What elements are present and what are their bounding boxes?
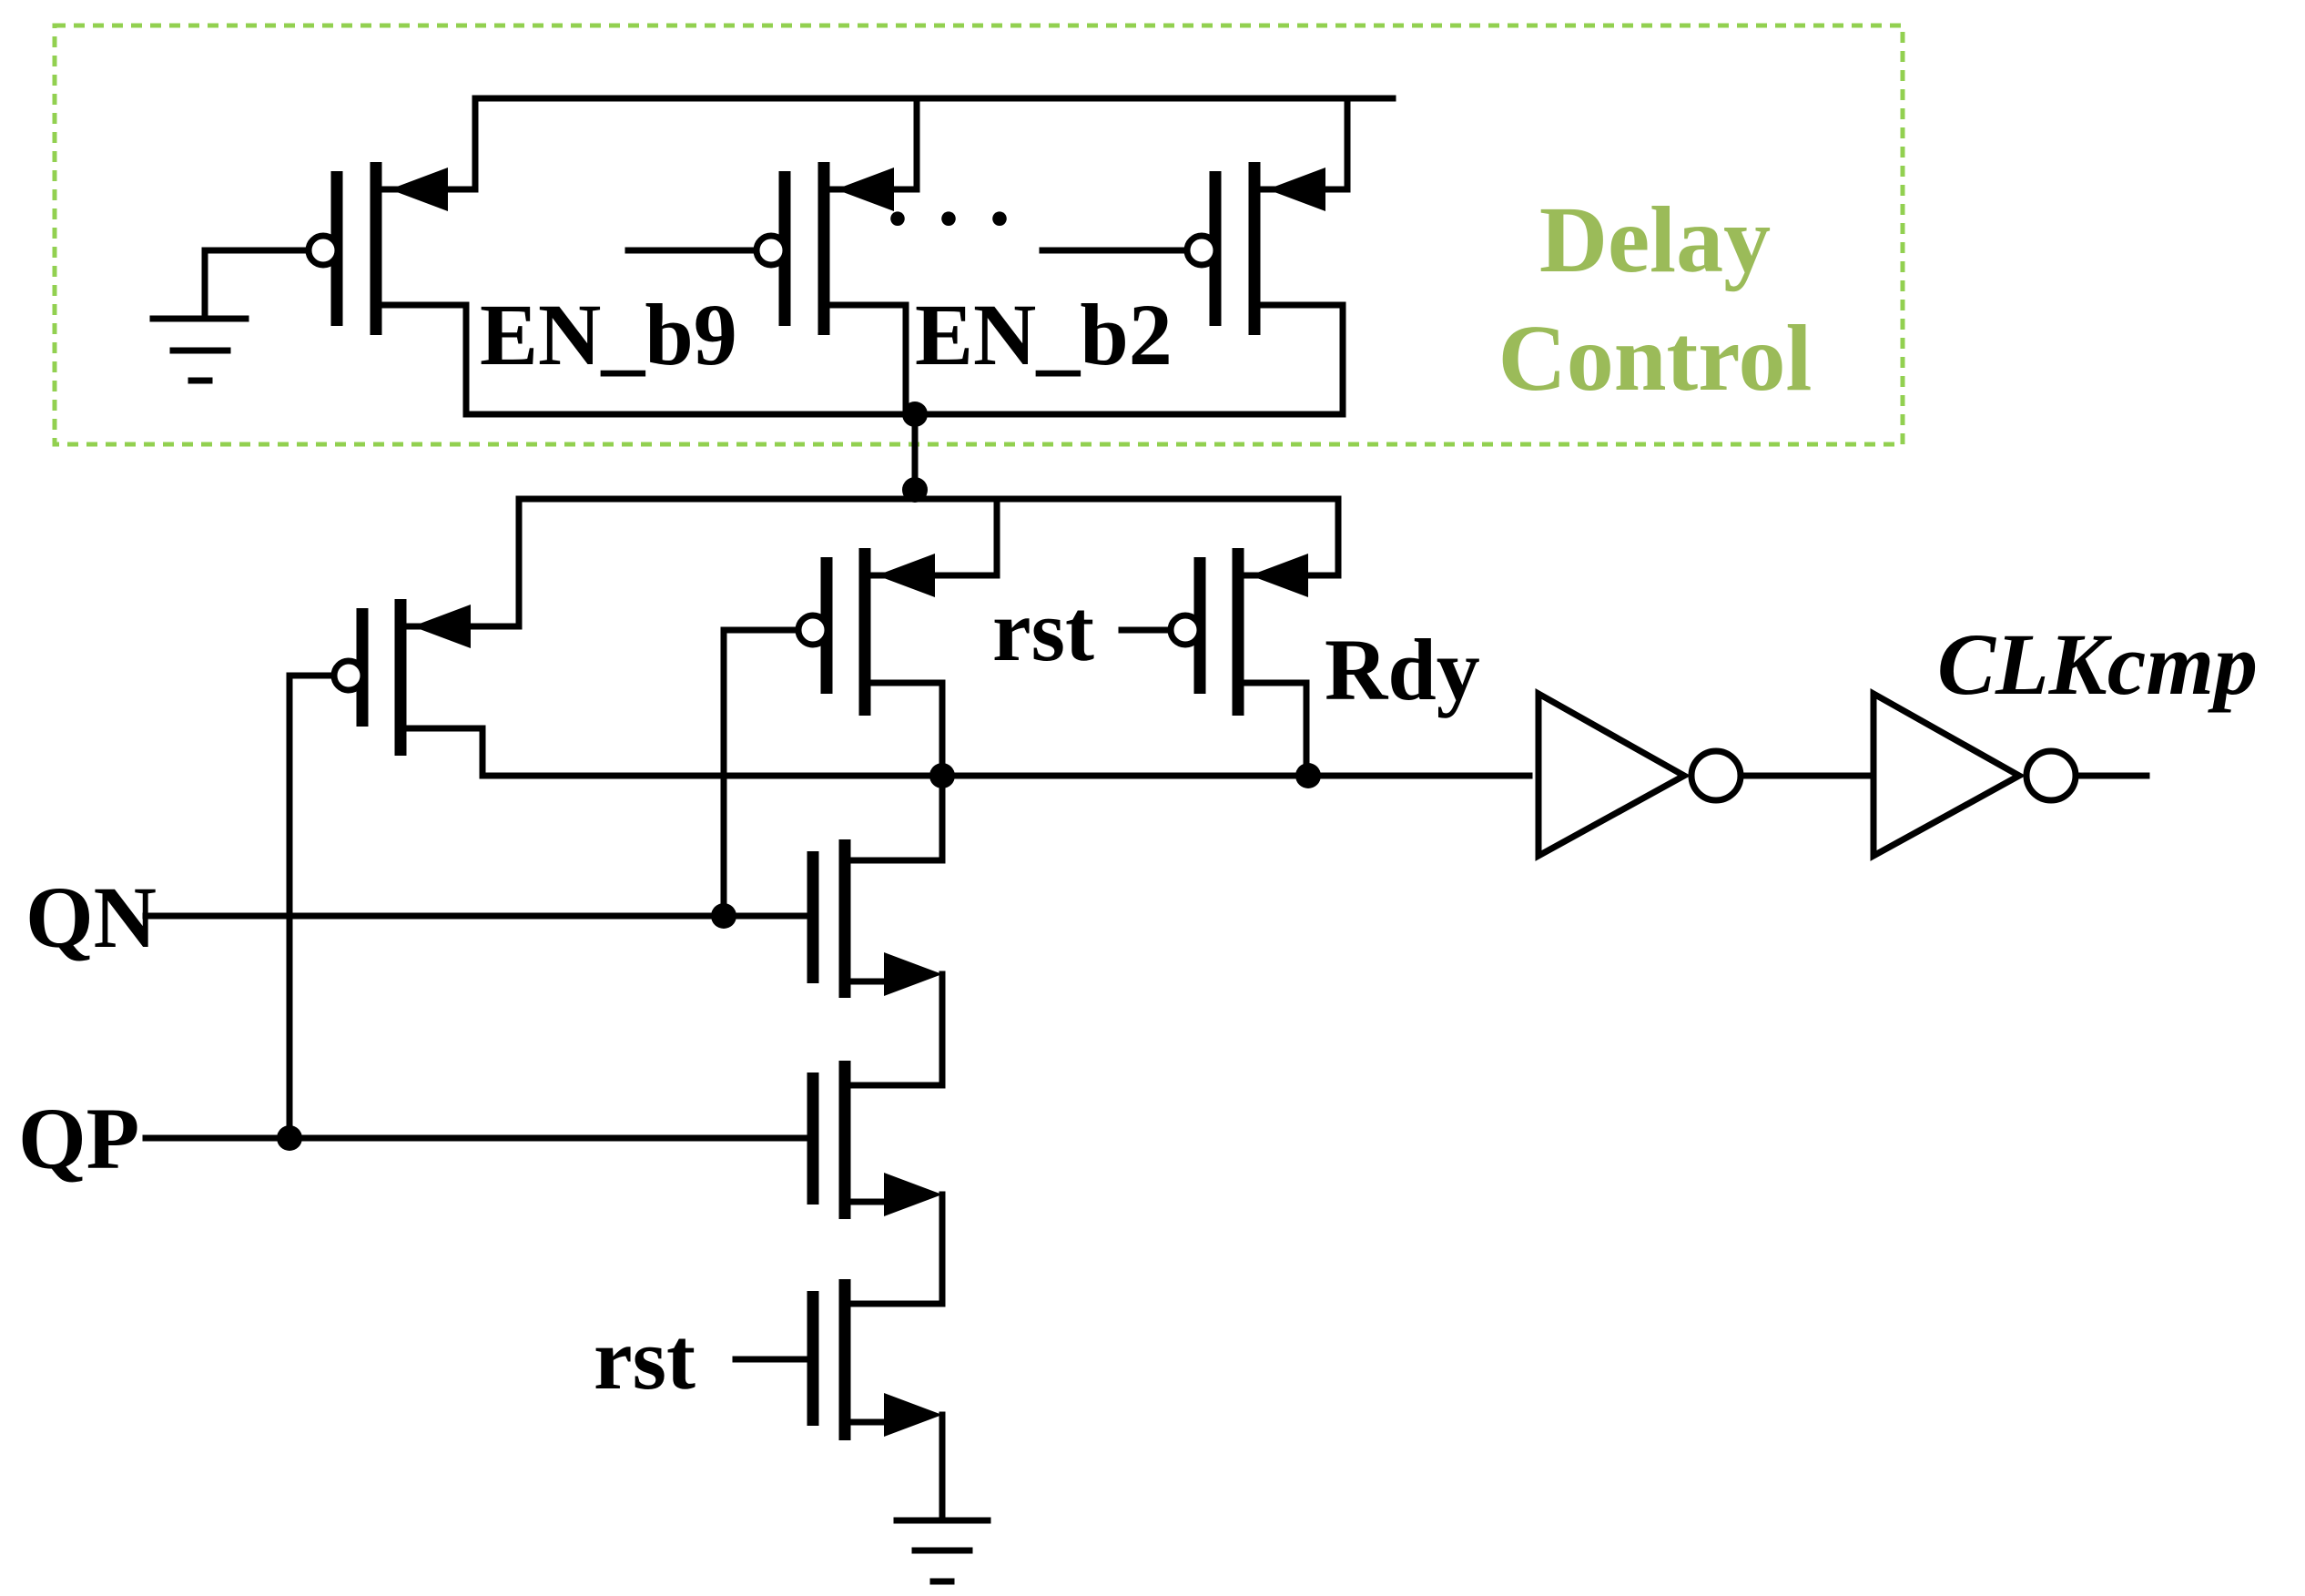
label-en-b2: EN_b2 [915, 286, 1173, 383]
label-en-b9: EN_b9 [480, 286, 737, 383]
delay-control-box [52, 23, 1905, 447]
label-ellipsis: · · · [883, 169, 1014, 267]
internal-vdd-bus [515, 495, 1342, 630]
pmos-qp [286, 599, 523, 1142]
vdd-rail [472, 95, 1396, 193]
delay-control-title-line1: Delay [1539, 188, 1771, 292]
pmos-delay-en-b2 [1039, 162, 1351, 418]
label-qp: QP [18, 1090, 139, 1187]
label-rst-top: rst [992, 582, 1094, 679]
label-rst-bottom: rst [594, 1310, 696, 1408]
label-rdy: Rdy [1325, 621, 1480, 718]
nmos-rst [732, 1279, 946, 1524]
pmos-rst [1118, 548, 1342, 779]
label-clkcmp: CLKcmp [1937, 615, 2258, 713]
nmos-qp [142, 1061, 946, 1307]
nmos-qn [142, 772, 946, 1089]
inverter-2 [1870, 688, 2150, 861]
pmos-delay-1 [201, 162, 479, 418]
inverter-1 [1535, 688, 1877, 861]
delay-drain-bus [462, 402, 1346, 503]
pmos-qn [720, 548, 1000, 920]
label-qn: QN [25, 869, 157, 966]
ground-symbol-top [149, 315, 249, 384]
delay-control-title-line2: Control [1498, 306, 1813, 411]
pmos-delay-en-b9 [624, 162, 920, 418]
rdy-node-wire [479, 763, 1533, 788]
ground-symbol-bottom [893, 1517, 991, 1585]
